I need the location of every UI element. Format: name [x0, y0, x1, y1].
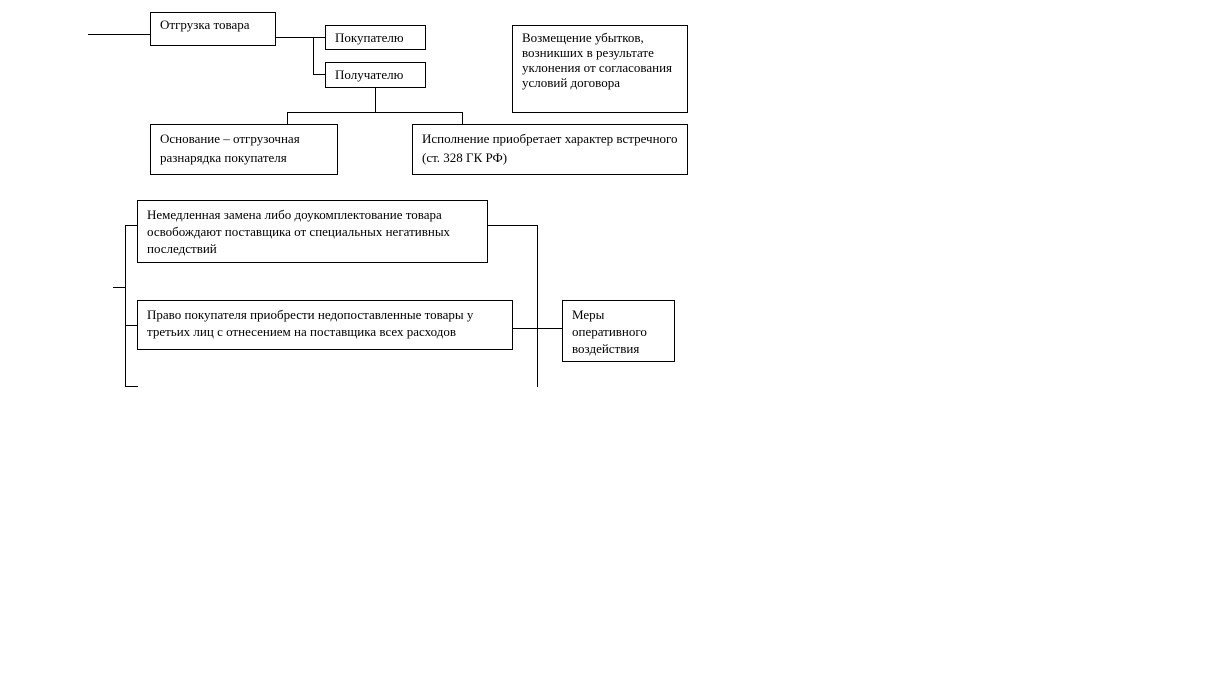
node-to-buyer: Покупателю	[325, 25, 426, 50]
node-immediate-replacement: Немедленная замена либо доукомплектовани…	[137, 200, 488, 263]
node-operative-measures: Меры оперативного воздействия	[562, 300, 675, 362]
node-basis: Основание – отгрузочная разнарядка покуп…	[150, 124, 338, 175]
node-damages: Возмещение убытков, возникших в результа…	[512, 25, 688, 113]
node-buyer-right: Право покупателя приобрести недопоставле…	[137, 300, 513, 350]
node-counter-performance: Исполнение приобретает характер встречно…	[412, 124, 688, 175]
node-shipment: Отгрузка товара	[150, 12, 276, 46]
node-to-recipient: Получателю	[325, 62, 426, 88]
